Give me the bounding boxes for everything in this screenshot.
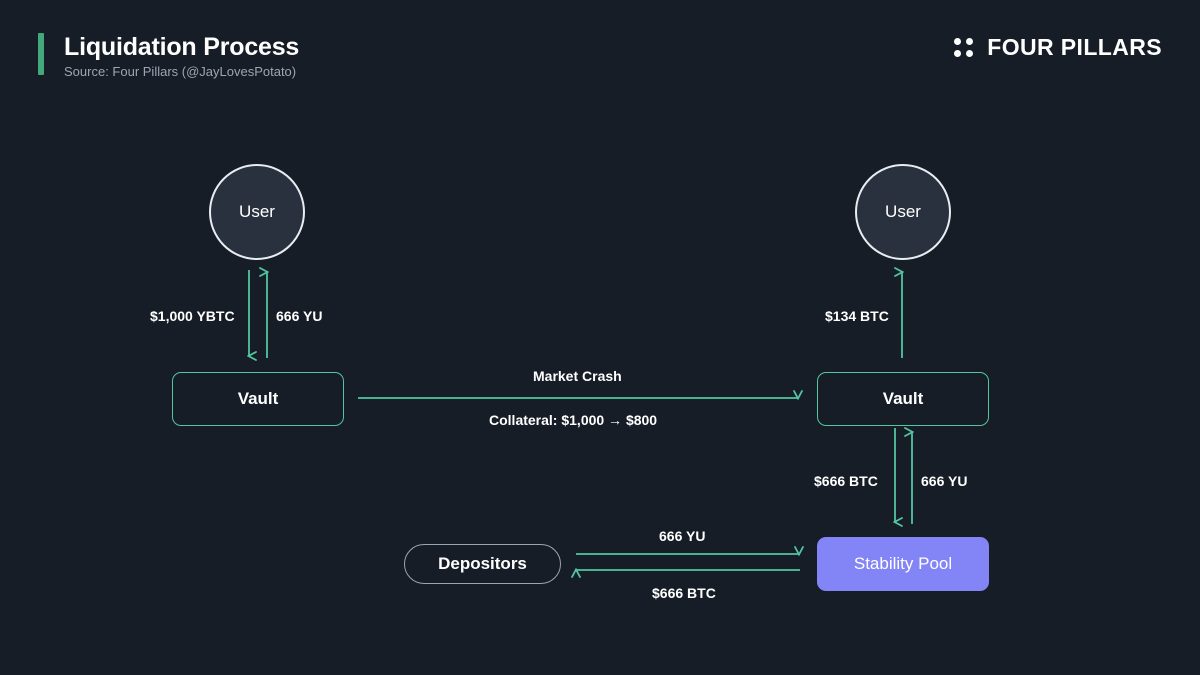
node-user-left[interactable]: User <box>209 164 305 260</box>
four-dots-icon <box>954 38 974 57</box>
edge-label-user-to-vault-left: $1,000 YBTC <box>150 308 235 324</box>
edge-label-pool-to-depositors-btc: $666 BTC <box>652 585 716 601</box>
node-depositors[interactable]: Depositors <box>404 544 561 584</box>
node-label: Stability Pool <box>853 554 953 573</box>
node-stability-pool[interactable]: Stability Pool <box>817 537 989 591</box>
node-label: Vault <box>237 389 279 408</box>
brand-name: FOUR PILLARS <box>987 34 1162 60</box>
title-accent-bar <box>38 33 44 75</box>
edge-label-vault-to-pool-btc: $666 BTC <box>814 473 878 489</box>
edge-label-vault-to-user-left: 666 YU <box>276 308 323 324</box>
edge-label-depositors-to-pool-yu: 666 YU <box>659 528 706 544</box>
edge-label-market-crash: Market Crash <box>533 368 622 384</box>
node-label: Depositors <box>438 554 527 573</box>
node-label: User <box>239 202 275 221</box>
edge-label-vault-to-user-right: $134 BTC <box>825 308 889 324</box>
node-label: User <box>885 202 921 221</box>
page-title: Liquidation Process <box>64 33 300 61</box>
edge-label-pool-to-vault-yu: 666 YU <box>921 473 968 489</box>
node-user-right[interactable]: User <box>855 164 951 260</box>
brand-logo: FOUR PILLARS <box>954 34 1162 61</box>
edge-label-collateral-change: Collateral: $1,000 → $800 <box>489 412 658 428</box>
source-attribution: Source: Four Pillars (@JayLovesPotato) <box>64 64 297 79</box>
node-vault-right[interactable]: Vault <box>817 372 989 426</box>
node-vault-left[interactable]: Vault <box>172 372 344 426</box>
node-label: Vault <box>882 389 924 408</box>
